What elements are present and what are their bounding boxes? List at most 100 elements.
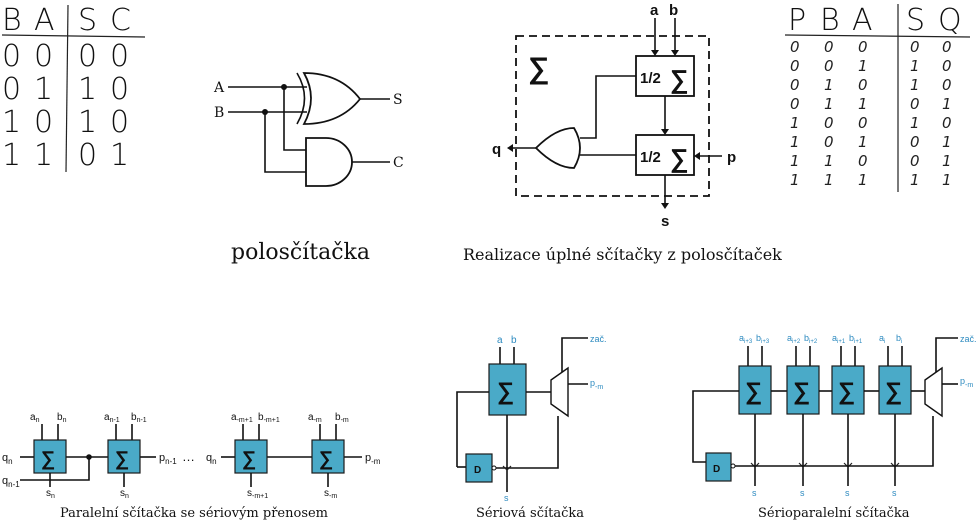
fa-table-cell: 1 [910, 114, 920, 132]
sp-s-label: s [752, 488, 757, 498]
fa-header-a: A [852, 3, 873, 38]
sp-b-label: bi+2 [804, 333, 818, 345]
fa-table-cell: 1 [858, 57, 868, 75]
output-c-label: C [393, 155, 404, 171]
cell-a-label: a-m+1 [231, 412, 253, 424]
sp-a-label: ai+2 [787, 333, 801, 345]
output-q-label: q [492, 141, 501, 158]
fa-table-cell: 1 [858, 171, 868, 189]
table-cell: 0 [34, 39, 53, 74]
output-s-label: S [393, 92, 403, 108]
table-cell: 0 [110, 39, 129, 74]
fa-table-cell: 0 [790, 76, 800, 94]
upper-half-adder [635, 55, 695, 97]
p-n-1-label: pn-1 [159, 452, 177, 466]
table-cell: 0 [110, 105, 129, 140]
input-b-label: B [214, 105, 224, 121]
cell-b-label: b-m [335, 412, 349, 424]
sp-sigma: ∑ [838, 378, 855, 405]
fa-table-cell: 1 [910, 57, 920, 75]
sp-sum-block [738, 365, 772, 415]
cell-s-label: sn [120, 488, 129, 500]
sp-clock-tick [750, 462, 760, 468]
arrow-b [671, 50, 679, 56]
fa-table-cell: 1 [790, 114, 800, 132]
fa-table-cell: 1 [790, 171, 800, 189]
serial-s-label: s [504, 493, 509, 503]
parallel-sum-block [311, 439, 345, 474]
table-header-c: C [110, 3, 131, 38]
fa-table-cell: 1 [910, 76, 920, 94]
cell-b-label: b-m+1 [258, 412, 280, 424]
fa-header-q: Q [938, 3, 962, 38]
cell-b-label: bn [57, 412, 67, 424]
sp-a-label: ai+3 [739, 333, 753, 345]
table-cell: 1 [78, 72, 97, 107]
fa-table-cell: 1 [824, 95, 834, 113]
fa-table-cell: 0 [824, 114, 834, 132]
full-adder-circuit: ∑ a b 1/2 ∑ 1/2 ∑ p q s Realizace úplné … [463, 2, 782, 264]
table-cell: 0 [34, 105, 53, 140]
fa-table-cell: 0 [910, 133, 920, 151]
sp-p-label: p-m [960, 376, 973, 389]
serial-input-a: a [497, 335, 503, 346]
sp-s-label: s [892, 488, 897, 498]
wire-upper-carry [580, 75, 636, 139]
parallel-sum-block [107, 439, 141, 474]
full-adder-sigma: ∑ [528, 52, 549, 85]
table-cell: 0 [2, 39, 21, 74]
fa-table-cell: 1 [942, 133, 952, 151]
fa-table-cell: 0 [942, 76, 952, 94]
arrow-a [651, 50, 659, 56]
ellipsis: … [182, 449, 195, 464]
table-cell: 1 [34, 72, 53, 107]
table-cell: 1 [78, 105, 97, 140]
lower-half-label: 1/2 [640, 149, 661, 166]
fa-table-cell: 0 [942, 114, 952, 132]
sp-s-label: s [800, 488, 805, 498]
cell-s-label: s-m+1 [247, 488, 268, 500]
wire-a-to-and [283, 87, 306, 151]
cell-a-label: a-m [308, 412, 322, 424]
serial-wire-carry-loop [456, 391, 489, 467]
serial-mux [550, 366, 569, 418]
fa-table-cell: 1 [790, 152, 800, 170]
fa-header-s: S [906, 3, 925, 38]
upper-half-label: 1/2 [640, 70, 661, 87]
serial-input-b: b [511, 335, 517, 346]
parallel-sigma: ∑ [115, 448, 129, 470]
sp-mux [924, 366, 943, 418]
fa-table-cell: 1 [942, 95, 952, 113]
fa-table-cell: 0 [858, 38, 868, 56]
sp-b-label: bi+3 [756, 333, 770, 345]
serial-d-label: D [474, 465, 481, 476]
sp-d-flipflop [705, 452, 732, 482]
table-cell: 0 [78, 39, 97, 74]
fa-table-cell: 0 [858, 114, 868, 132]
fa-table-cell: 0 [910, 38, 920, 56]
cell-b-label: bn-1 [131, 412, 147, 424]
serial-parallel-caption: Sérioparalelní sčítačka [758, 506, 910, 520]
sp-sum-block [786, 365, 820, 415]
fa-table-cell: 0 [858, 152, 868, 170]
fa-table-cell: 0 [824, 38, 834, 56]
arrow-q [507, 144, 513, 152]
xor-gate [302, 72, 362, 125]
sp-b-label: bi+1 [849, 333, 863, 345]
input-a-label: A [213, 80, 225, 96]
fa-table-cell: 0 [942, 57, 952, 75]
output-s-label: s [661, 213, 669, 230]
table-divider [65, 4, 69, 173]
fa-table-cell: 0 [790, 57, 800, 75]
serial-sigma: ∑ [497, 378, 514, 405]
parallel-adder-caption: Paralelní sčítačka se sériovým přenosem [60, 506, 328, 520]
